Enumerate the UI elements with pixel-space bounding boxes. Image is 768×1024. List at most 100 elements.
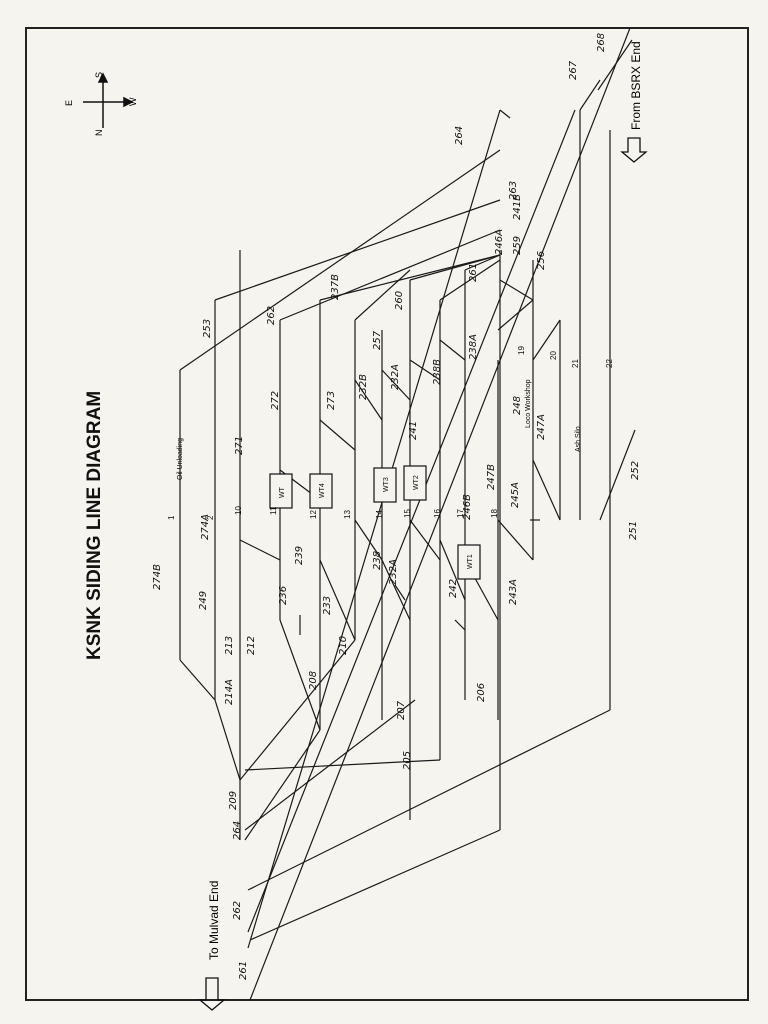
track-segment [354, 519, 383, 561]
weighbridge-label: WT [279, 486, 286, 498]
point-number: 262 [266, 306, 277, 325]
track-segment [239, 639, 356, 781]
track-segment [244, 759, 441, 771]
point-number: 243A [508, 579, 519, 605]
point-number: 261 [238, 961, 249, 980]
track-segment [381, 559, 411, 621]
track-segment [279, 619, 321, 731]
point-number: 274A [200, 514, 211, 540]
weighbridge-wt4: WT4 [309, 473, 333, 509]
point-number: 261 [468, 263, 479, 282]
weighbridge-label: WT1 [467, 554, 474, 569]
loco-workshop-label: Loco Workshop [525, 379, 532, 428]
line-number: 20 [549, 351, 558, 360]
point-number: 238A [468, 334, 479, 360]
line-number: 16 [433, 509, 442, 518]
track-segment [279, 229, 501, 321]
point-number: 246B [462, 494, 473, 520]
line-number: 17 [456, 509, 465, 518]
weighbridge-wt1: WT1 [457, 544, 481, 580]
line-number: 12 [309, 510, 318, 519]
point-number: 210 [338, 636, 349, 655]
point-number: 248 [512, 396, 523, 415]
line-number: 1 [167, 515, 176, 520]
weighbridge-label: WT3 [383, 477, 390, 492]
weighbridge-wt: WT [269, 473, 293, 509]
track-segment [532, 319, 561, 361]
track-segment [409, 254, 501, 281]
ash-silo-label: Ash Silo [575, 426, 582, 452]
line-number: 18 [490, 509, 499, 518]
track-segment [579, 79, 601, 111]
point-number: 252 [630, 461, 641, 480]
track-segment [497, 299, 534, 331]
point-number: 214A [224, 679, 235, 705]
point-number: 247B [486, 464, 497, 490]
track-segment [214, 199, 501, 301]
track-segment [409, 519, 441, 561]
track-segment [454, 619, 466, 631]
point-number: 241 [408, 421, 419, 440]
track-segment [439, 339, 466, 361]
weighbridge-box [269, 473, 293, 509]
track-segment [319, 559, 356, 641]
track-segment [439, 539, 466, 601]
weighbridge-label: WT2 [413, 475, 420, 490]
point-number: 246A [494, 229, 505, 255]
weighbridge-label: WT4 [319, 483, 326, 498]
track-segment [381, 369, 411, 401]
compass-s: S [94, 72, 104, 78]
point-number: 268 [596, 33, 607, 52]
track-segment [179, 149, 501, 371]
point-number: 236 [278, 586, 289, 605]
track-segment [354, 269, 411, 321]
point-number: 242 [448, 579, 459, 598]
point-number: 237B [330, 274, 341, 300]
point-number: 264 [454, 126, 465, 145]
track-segment [409, 359, 441, 381]
track-segment [214, 699, 241, 781]
track-segment [532, 459, 561, 521]
track-segment [244, 699, 416, 831]
point-number: 207 [396, 700, 407, 720]
line-number: 15 [403, 509, 412, 518]
track-segment [249, 829, 501, 941]
weighbridge-box [373, 467, 397, 503]
point-number: 208 [308, 671, 319, 690]
track-segment [597, 39, 633, 91]
compass-e: E [64, 100, 74, 106]
track-segment [354, 379, 383, 421]
page-frame [25, 27, 749, 1001]
compass-w: W [128, 97, 138, 106]
line-number: 10 [234, 506, 243, 515]
point-number: 264 [232, 821, 243, 840]
track-segment [244, 729, 321, 841]
point-number: 257 [372, 330, 383, 350]
track-segment [319, 419, 356, 451]
point-number: 263 [508, 181, 519, 200]
point-number: 247A [536, 414, 547, 440]
point-number: 238B [432, 359, 443, 385]
right-end-label: From BSRX End [629, 41, 643, 130]
point-number: 232B [358, 374, 369, 400]
track-segment [439, 259, 501, 301]
point-number: 206 [476, 683, 487, 702]
point-number: 232A [390, 364, 401, 390]
track-segment [497, 519, 534, 561]
point-number: 209 [228, 791, 239, 810]
point-number: 274B [152, 564, 163, 590]
point-number: 205 [402, 751, 413, 770]
point-number: 262 [232, 901, 243, 920]
point-number: 212 [246, 636, 257, 655]
point-number: 260 [394, 291, 405, 310]
track-segment [499, 109, 511, 119]
line-number: 14 [375, 510, 384, 519]
weighbridge-box [457, 544, 481, 580]
point-number: 241B [512, 194, 523, 220]
compass-n: N [94, 130, 104, 137]
track-segment [599, 429, 636, 521]
point-number: 233 [322, 596, 333, 615]
